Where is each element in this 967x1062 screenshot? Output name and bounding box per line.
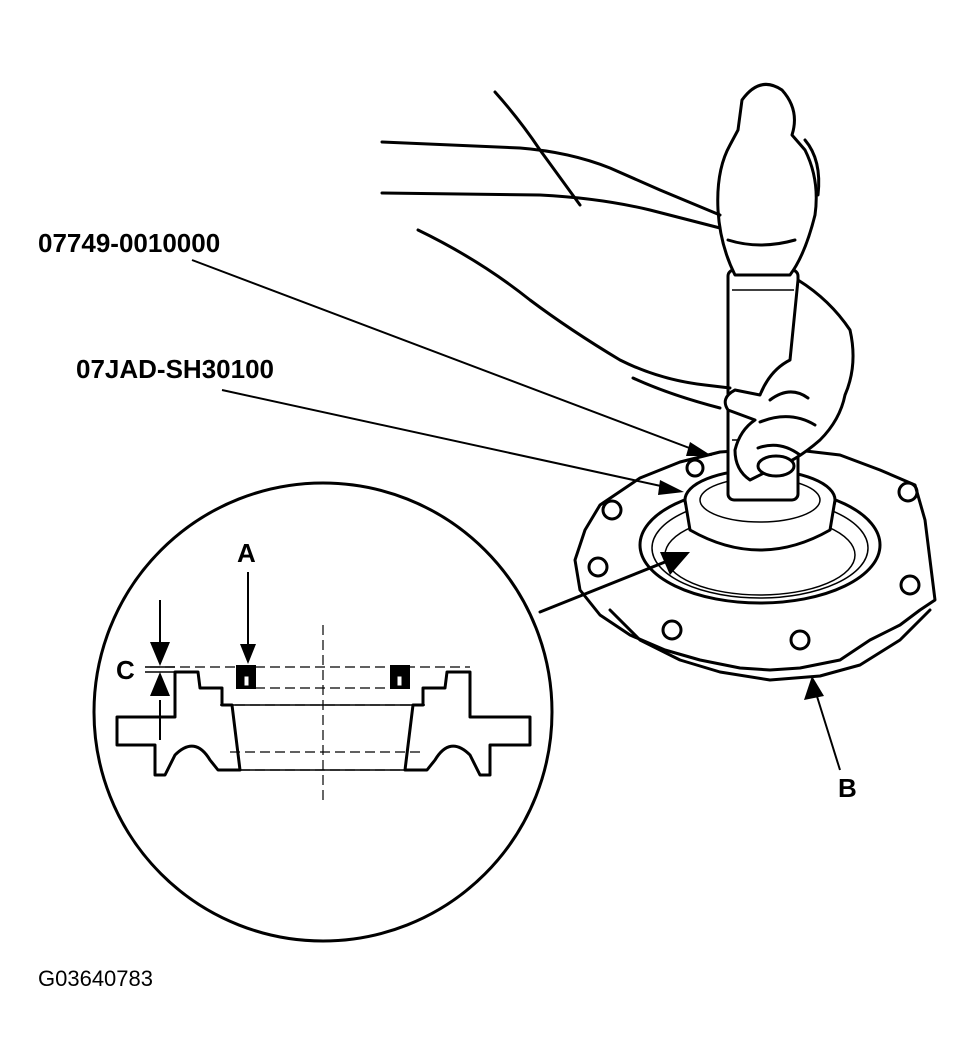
callout-a: A xyxy=(237,538,256,568)
detail-arrow xyxy=(660,552,690,575)
arrow-07JAD xyxy=(658,480,684,495)
leader-07JAD xyxy=(221,389,671,489)
hammer xyxy=(716,82,821,277)
leader-b xyxy=(814,689,841,771)
tool-label-07749: 07749-0010000 xyxy=(38,228,221,258)
housing-flange xyxy=(573,446,937,682)
detail-leader xyxy=(538,558,672,614)
arrow-b xyxy=(804,676,824,700)
arrow-a xyxy=(240,644,256,664)
detail-view xyxy=(92,481,554,943)
arrow-07749 xyxy=(686,442,712,456)
leader-07749 xyxy=(191,259,701,453)
figure-id: G03640783 xyxy=(38,966,153,991)
tool-label-07JAD: 07JAD-SH30100 xyxy=(76,354,275,384)
callout-c: C xyxy=(116,655,135,685)
callout-b: B xyxy=(838,773,857,803)
technician-arm xyxy=(380,90,855,482)
dimension-c xyxy=(145,600,175,740)
